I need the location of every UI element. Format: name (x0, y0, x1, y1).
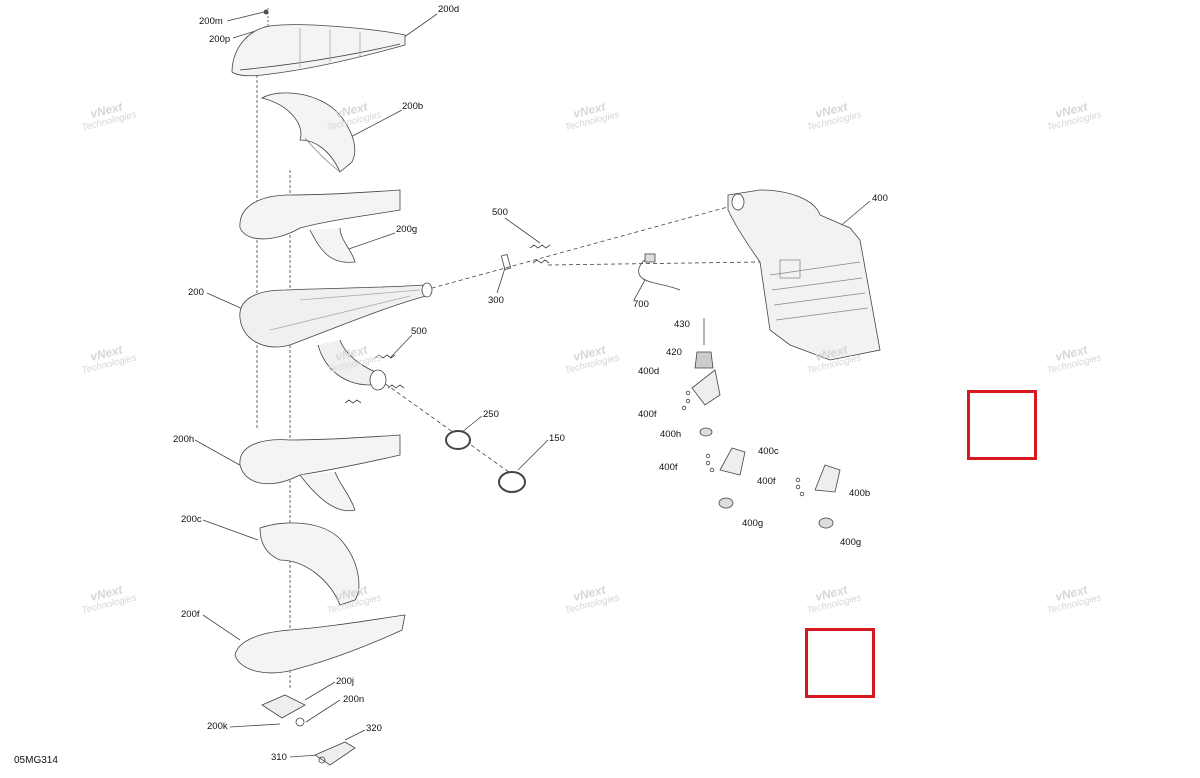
hotspot-box-upper[interactable] (967, 390, 1037, 460)
callout-200[interactable]: 200 (188, 287, 204, 298)
callout-400[interactable]: 400 (872, 193, 888, 204)
heat-shield-200b (260, 92, 356, 173)
heat-shield-200c (259, 522, 360, 606)
callout-320[interactable]: 320 (366, 723, 382, 734)
callout-400f-c[interactable]: 400f (757, 476, 776, 487)
heat-shield-200f (234, 614, 406, 674)
callout-310[interactable]: 310 (271, 752, 287, 763)
gasket-250 (445, 430, 471, 450)
bracket-400d (691, 369, 721, 406)
alignment-line (424, 204, 736, 291)
callout-200m[interactable]: 200m (199, 16, 223, 27)
heat-shield-200h (239, 434, 401, 484)
exhaust-pipe-200 (239, 284, 431, 348)
callout-200d[interactable]: 200d (438, 4, 460, 15)
grommet-400h (699, 427, 713, 437)
callout-700[interactable]: 700 (633, 299, 649, 310)
callout-150[interactable]: 150 (549, 433, 565, 444)
bracket-400c (719, 447, 746, 476)
callout-200j[interactable]: 200j (336, 676, 354, 687)
heat-shield-200g (239, 189, 401, 240)
heat-shield-200d (231, 24, 406, 77)
gasket-150 (498, 471, 526, 493)
callout-200n[interactable]: 200n (343, 694, 365, 705)
callout-200p[interactable]: 200p (209, 34, 231, 45)
callout-200b[interactable]: 200b (402, 101, 424, 112)
callout-400f-a[interactable]: 400f (638, 409, 657, 420)
muffler-400 (727, 189, 881, 361)
grommet-420 (694, 351, 714, 369)
callout-200c[interactable]: 200c (181, 514, 202, 525)
grommet-400g-right (818, 517, 834, 529)
alignment-line (379, 379, 521, 481)
callout-400g-left[interactable]: 400g (742, 518, 764, 529)
callout-420[interactable]: 420 (666, 347, 682, 358)
diagram-reference: 05MG314 (14, 755, 58, 766)
callout-400f-b[interactable]: 400f (659, 462, 678, 473)
callout-250[interactable]: 250 (483, 409, 499, 420)
callout-200k[interactable]: 200k (207, 721, 228, 732)
alignment-line (547, 261, 761, 266)
callout-400c[interactable]: 400c (758, 446, 779, 457)
bracket-200j (261, 694, 306, 719)
sensor-700 (638, 257, 681, 291)
grommet-400g-left (718, 497, 734, 509)
bracket-320 (314, 741, 356, 766)
callout-200g[interactable]: 200g (396, 224, 418, 235)
callout-430[interactable]: 430 (674, 319, 690, 330)
hotspot-box-lower[interactable] (805, 628, 875, 698)
callout-400b[interactable]: 400b (849, 488, 871, 499)
callout-300[interactable]: 300 (488, 295, 504, 306)
callout-500-top[interactable]: 500 (492, 207, 508, 218)
bracket-400b (814, 464, 841, 493)
callout-400h[interactable]: 400h (660, 429, 682, 440)
callout-200h[interactable]: 200h (173, 434, 195, 445)
callout-500-left[interactable]: 500 (411, 326, 427, 337)
callout-400g-right[interactable]: 400g (840, 537, 862, 548)
callout-400d[interactable]: 400d (638, 366, 660, 377)
callout-200f[interactable]: 200f (181, 609, 200, 620)
